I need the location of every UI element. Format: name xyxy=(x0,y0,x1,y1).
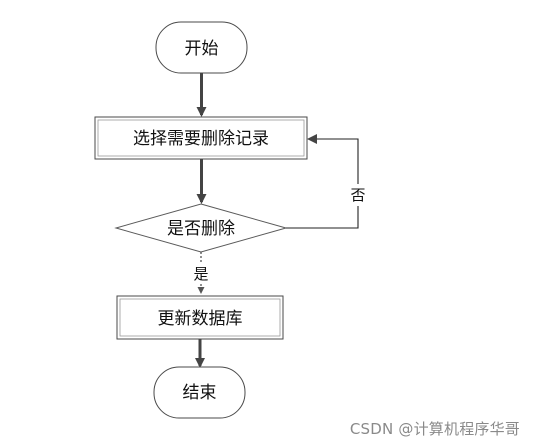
end-label: 结束 xyxy=(183,383,217,403)
select-record-label: 选择需要删除记录 xyxy=(133,129,269,149)
decision-label: 是否删除 xyxy=(167,219,235,239)
watermark-text: CSDN @计算机程序华哥 xyxy=(349,420,520,438)
update-database-node xyxy=(116,295,284,340)
end-node xyxy=(153,366,246,419)
select-record-inner-border xyxy=(97,119,305,157)
start-label: 开始 xyxy=(185,39,219,59)
yes-label-background xyxy=(191,263,211,283)
no-branch-label: 否 xyxy=(350,186,365,204)
yes-branch-label: 是 xyxy=(193,265,208,283)
select-record-node xyxy=(94,116,308,160)
update-database-inner-border xyxy=(119,298,281,337)
update-database-label: 更新数据库 xyxy=(158,309,243,329)
no-branch-edge xyxy=(286,134,359,229)
no-label-background xyxy=(350,184,368,206)
